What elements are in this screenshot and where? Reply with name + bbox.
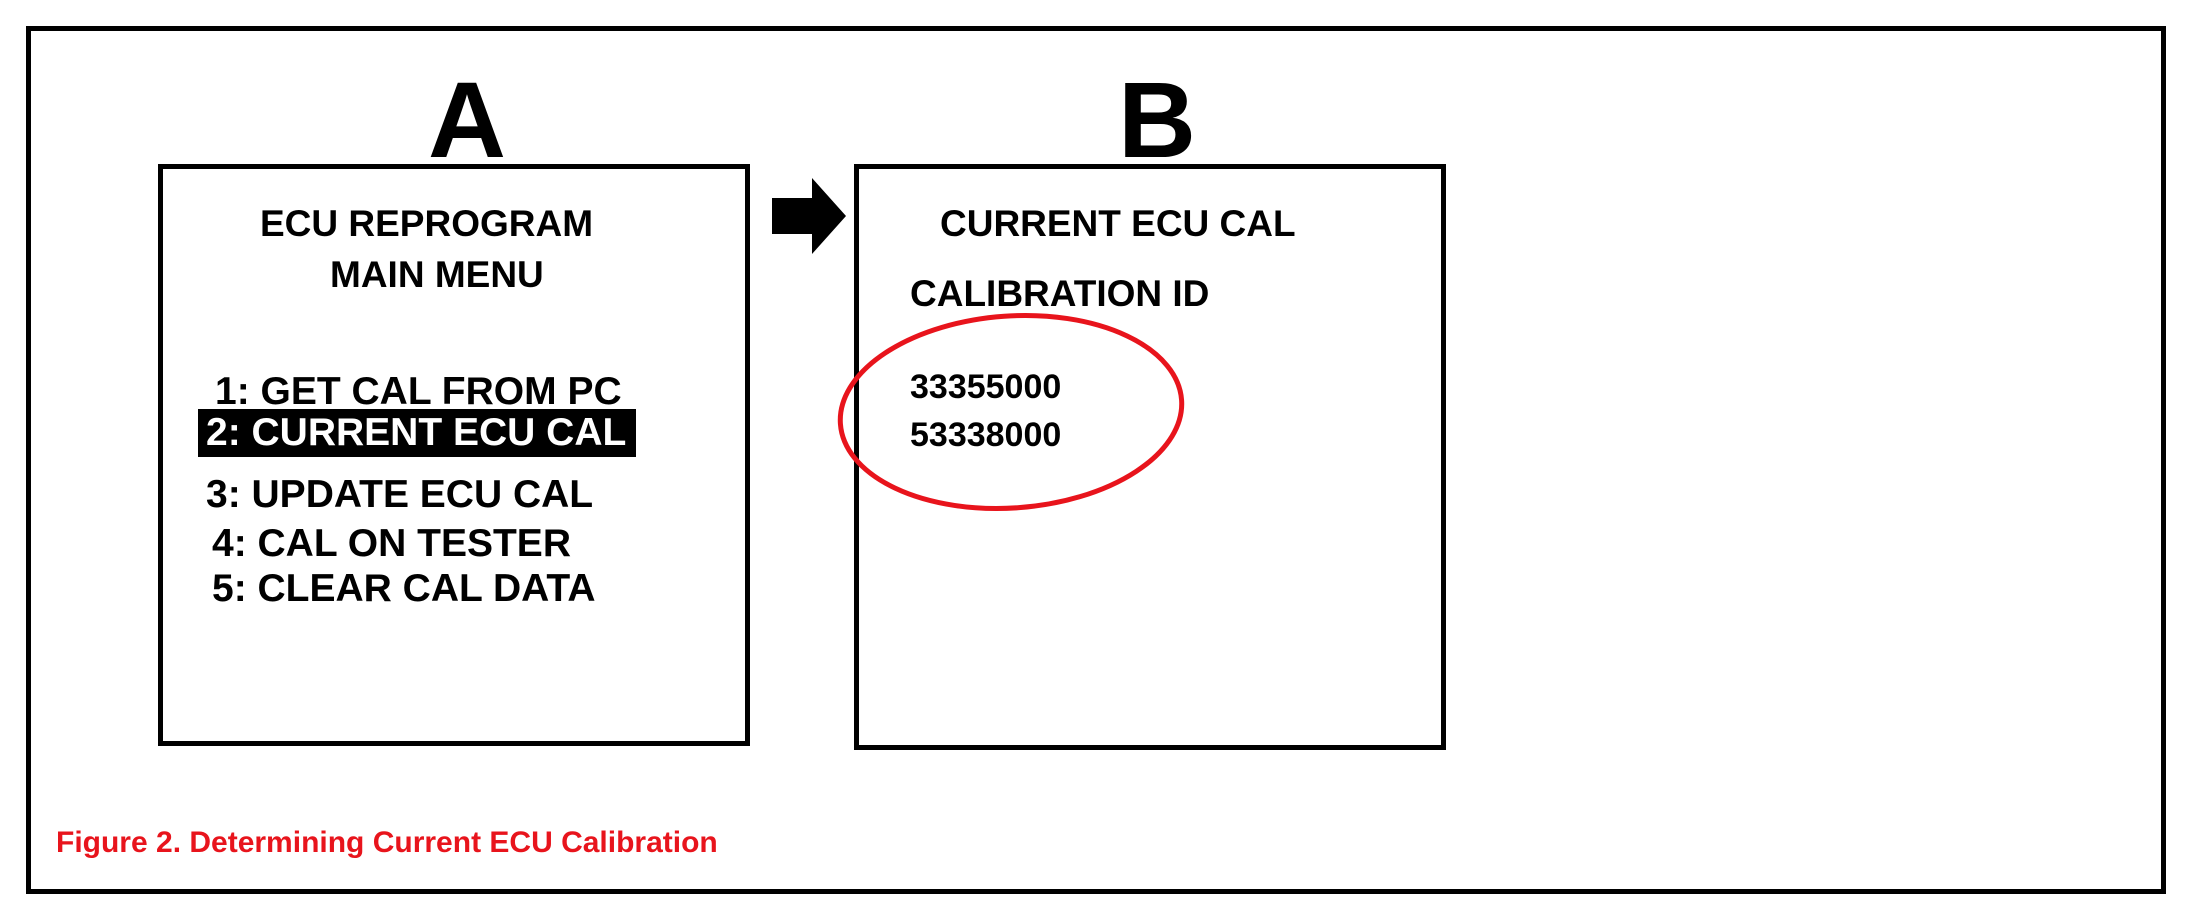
- panel-letter-a: A: [428, 59, 506, 180]
- menu-item-clear-cal-data[interactable]: 5: CLEAR CAL DATA: [212, 567, 596, 610]
- menu-item-cal-on-tester[interactable]: 4: CAL ON TESTER: [212, 522, 571, 565]
- screen-a-title-line1: ECU REPROGRAM: [260, 203, 594, 244]
- highlight-ellipse: [837, 312, 1185, 512]
- menu-item-update-ecu-cal[interactable]: 3: UPDATE ECU CAL: [206, 473, 594, 516]
- menu-item-get-cal-from-pc[interactable]: 1: GET CAL FROM PC: [215, 370, 622, 413]
- screen-b-current-cal: [854, 164, 1446, 750]
- screen-a-title-line2: MAIN MENU: [330, 254, 544, 295]
- calibration-id-2: 53338000: [910, 416, 1062, 454]
- right-arrow-icon: [772, 178, 846, 254]
- figure-caption: Figure 2. Determining Current ECU Calibr…: [56, 826, 718, 859]
- screen-b-title: CURRENT ECU CAL: [940, 203, 1296, 244]
- panel-letter-b: B: [1118, 59, 1196, 180]
- calibration-id-1: 33355000: [910, 368, 1062, 406]
- menu-item-current-ecu-cal[interactable]: 2: CURRENT ECU CAL: [198, 409, 637, 457]
- figure-frame: [26, 26, 2166, 894]
- screen-b-subtitle: CALIBRATION ID: [910, 273, 1210, 314]
